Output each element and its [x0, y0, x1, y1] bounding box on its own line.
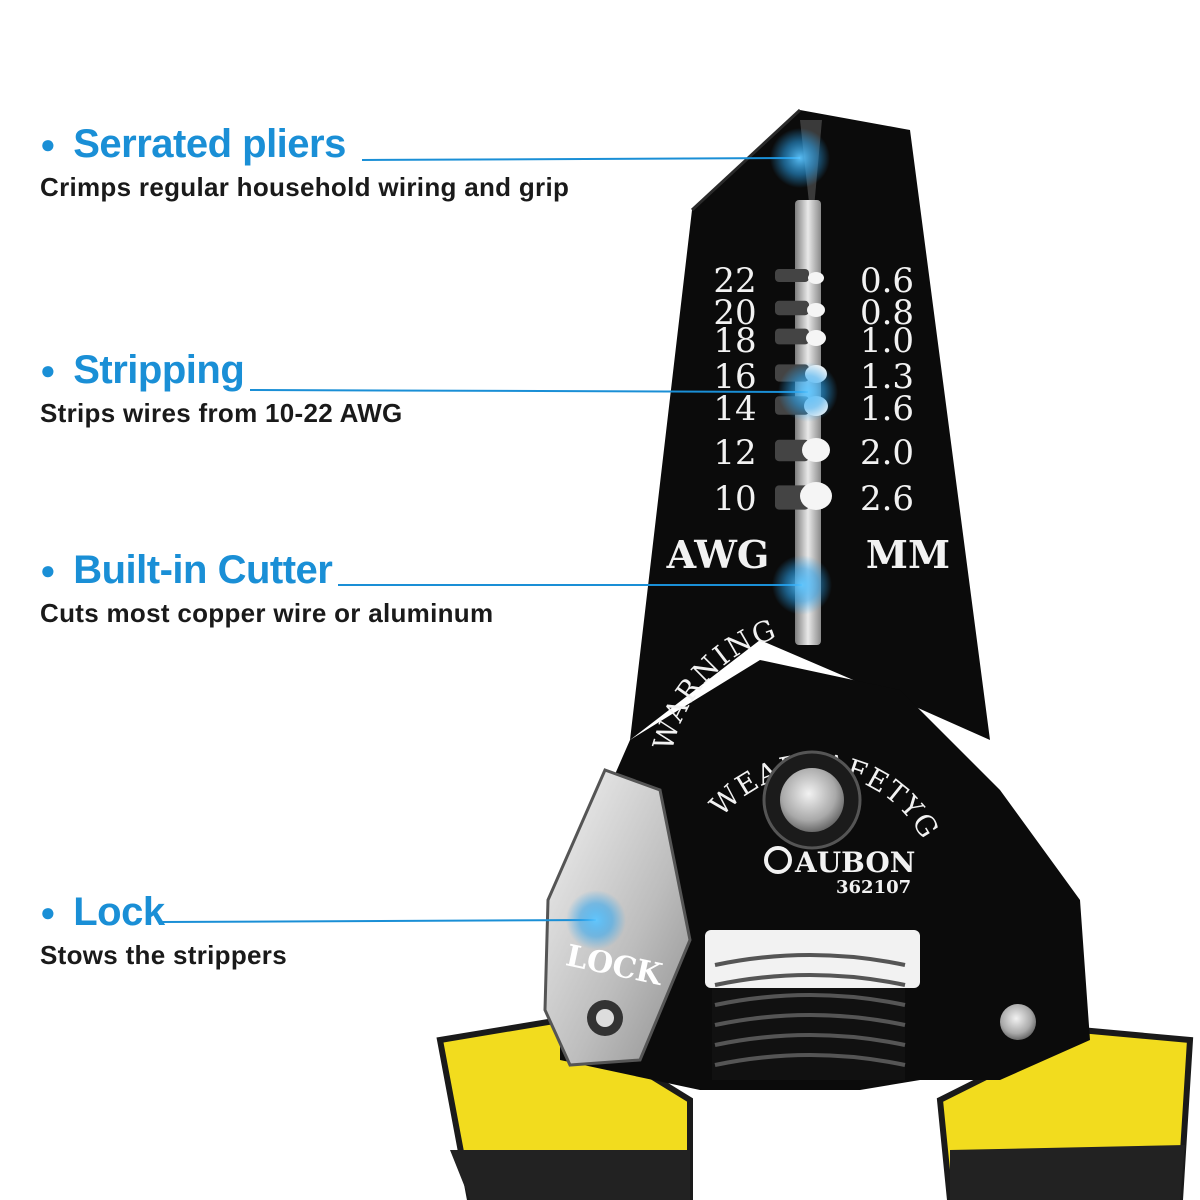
callout-line	[361, 157, 801, 161]
awg-size-label: 22	[713, 261, 756, 301]
feature-title: Built-in Cutter	[73, 548, 333, 592]
bullet-icon: ●	[40, 355, 56, 385]
feature-lock: ● Lock Stows the strippers	[40, 892, 287, 971]
awg-size-label: 12	[713, 433, 756, 473]
awg-label: AWG	[666, 532, 770, 577]
strip-hole	[800, 482, 832, 510]
bullet-icon: ●	[40, 555, 56, 585]
feature-title: Lock	[73, 890, 165, 934]
feature-description: Stows the strippers	[40, 940, 287, 970]
mm-scale: 0.60.81.01.31.62.0 2.6	[860, 261, 914, 519]
feature-description: Cuts most copper wire or aluminum	[40, 598, 494, 628]
callout-line	[249, 389, 809, 393]
spring	[705, 930, 920, 1080]
callout-line	[159, 919, 597, 923]
strip-notch	[775, 269, 809, 282]
mm-label: MM	[866, 532, 950, 577]
mm-size-label: 0.8	[860, 293, 914, 333]
brand-logo-icon	[764, 846, 792, 874]
mm-size-label: 1.0	[860, 321, 914, 361]
strip-notch	[775, 300, 809, 316]
strip-notch	[775, 439, 809, 462]
pivot-screw	[762, 750, 862, 850]
awg-size-label: 10	[713, 479, 756, 519]
feature-serrated-pliers: ● Serrated pliers Crimps regular househol…	[40, 124, 569, 203]
strip-hole	[802, 438, 830, 462]
feature-built-in-cutter: ● Built-in Cutter Cuts most copper wire o…	[40, 550, 493, 629]
feature-title: Stripping	[73, 348, 245, 392]
awg-size-label: 16	[713, 357, 756, 397]
bullet-icon: ●	[40, 129, 56, 159]
right-handle-grip	[950, 1145, 1185, 1200]
pivot-plate	[560, 660, 1090, 1090]
callout-glow	[772, 555, 832, 615]
brand-name: AUBON	[794, 846, 915, 879]
strip-notch	[775, 485, 809, 510]
callout-glow	[566, 890, 626, 950]
strip-hole	[807, 303, 825, 317]
strip-notch	[775, 328, 809, 345]
feature-stripping: ● Stripping Strips wires from 10-22 AWG	[40, 350, 403, 429]
mm-size-label: 0.6	[860, 261, 914, 301]
strip-hole	[808, 272, 824, 284]
bullet-icon: ●	[40, 897, 56, 927]
feature-title: Serrated pliers	[73, 122, 346, 166]
callout-glow	[778, 362, 838, 422]
callout-glow	[770, 128, 830, 188]
mm-size-label: 1.3	[860, 357, 914, 397]
mm-size-label: 1.6	[860, 389, 914, 429]
model-number: 362107	[836, 877, 911, 898]
mm-size-label: 2.6	[860, 479, 914, 519]
mm-size-label: 2.0	[860, 433, 914, 473]
feature-description: Crimps regular household wiring and grip	[40, 172, 570, 202]
awg-size-label: 20	[713, 293, 756, 333]
awg-size-label: 18	[713, 321, 756, 361]
brand-mark: AUBON 362107	[764, 846, 915, 898]
rivet	[1000, 1004, 1036, 1040]
awg-size-label: 14	[713, 389, 756, 429]
left-handle-grip	[450, 1150, 690, 1200]
strip-hole	[806, 330, 826, 346]
callout-lines	[159, 128, 838, 950]
feature-description: Strips wires from 10-22 AWG	[40, 398, 403, 428]
